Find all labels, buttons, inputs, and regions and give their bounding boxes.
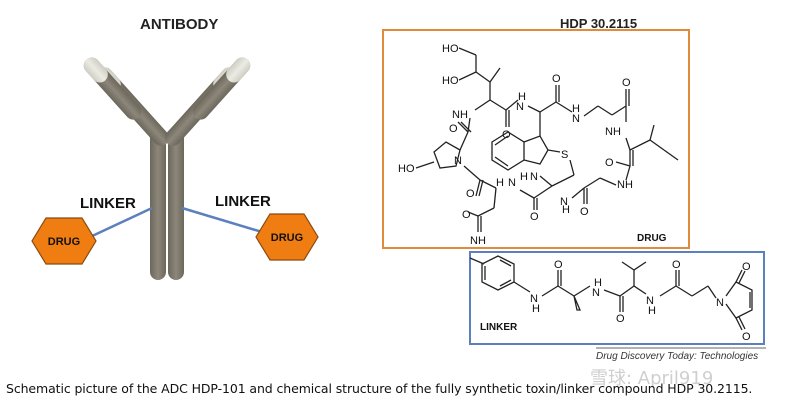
svg-text:HO: HO <box>398 163 415 175</box>
svg-text:O: O <box>466 188 475 200</box>
drug-box-label: DRUG <box>637 233 667 244</box>
drug-hexagon-right: DRUG <box>255 213 319 261</box>
drug-structure-box <box>382 29 690 249</box>
svg-text:N: N <box>572 113 580 125</box>
svg-text:H: H <box>518 91 526 103</box>
drug-label-left: DRUG <box>48 236 80 248</box>
svg-text:N: N <box>646 295 654 307</box>
svg-text:H: H <box>648 305 656 317</box>
svg-text:N: N <box>530 171 538 183</box>
svg-text:H: H <box>572 103 580 115</box>
svg-text:O: O <box>742 331 751 343</box>
drug-hexagon-left: DRUG <box>31 217 97 265</box>
svg-text:O: O <box>552 73 561 85</box>
svg-text:N: N <box>560 196 568 208</box>
linker-label-right: LINKER <box>215 193 271 210</box>
hdp-title: HDP 30.2115 <box>560 16 638 31</box>
svg-text:H: H <box>496 177 504 189</box>
svg-text:NH: NH <box>605 126 621 138</box>
antibody-shape <box>83 57 251 280</box>
svg-text:O: O <box>616 313 625 325</box>
antibody-arm-right-outer <box>192 57 251 120</box>
svg-text:N: N <box>454 155 462 167</box>
antibody-heavy-chain-left <box>150 130 166 280</box>
svg-text:N: N <box>508 177 516 189</box>
svg-text:S: S <box>561 149 568 161</box>
svg-text:O: O <box>530 211 539 223</box>
svg-text:O: O <box>622 77 631 89</box>
svg-text:HO: HO <box>442 43 459 55</box>
svg-text:O: O <box>554 259 563 271</box>
linker-structure-box <box>469 251 765 345</box>
drug-molecule: HO HO NH O H N O N H O NH <box>398 43 679 247</box>
antibody-heavy-chain-right <box>168 130 184 280</box>
svg-text:H: H <box>594 277 602 289</box>
linker-box-label: LINKER <box>480 322 518 333</box>
drug-label-right: DRUG <box>271 232 303 244</box>
svg-text:H: H <box>562 204 570 216</box>
linker-line-left <box>89 206 153 239</box>
linker-label-left: LINKER <box>80 195 136 212</box>
svg-text:O: O <box>672 259 681 271</box>
svg-text:N: N <box>516 101 524 113</box>
svg-text:O: O <box>742 261 751 273</box>
svg-text:NH: NH <box>452 109 468 121</box>
antibody-arm-left-outer <box>83 57 142 120</box>
svg-text:N: N <box>716 297 724 309</box>
linker-line-right <box>181 206 263 234</box>
svg-text:NH: NH <box>470 235 486 247</box>
linker-molecule: N H O H N O N H O N O <box>469 255 753 343</box>
journal-credit: Drug Discovery Today: Technologies <box>596 351 759 362</box>
svg-text:O: O <box>449 123 458 135</box>
svg-text:HO: HO <box>442 75 459 87</box>
svg-text:N: N <box>530 293 538 305</box>
svg-text:O: O <box>462 209 471 221</box>
watermark: 雪球: April919 <box>590 368 714 389</box>
svg-text:N: N <box>592 287 600 299</box>
svg-text:O: O <box>605 157 614 169</box>
svg-text:O: O <box>502 129 511 141</box>
svg-text:H: H <box>532 303 540 315</box>
svg-text:H: H <box>520 171 528 183</box>
svg-text:NH: NH <box>617 179 633 191</box>
figure-caption: Schematic picture of the ADC HDP-101 and… <box>6 381 753 396</box>
svg-text:O: O <box>580 206 589 218</box>
antibody-title: ANTIBODY <box>140 16 219 33</box>
